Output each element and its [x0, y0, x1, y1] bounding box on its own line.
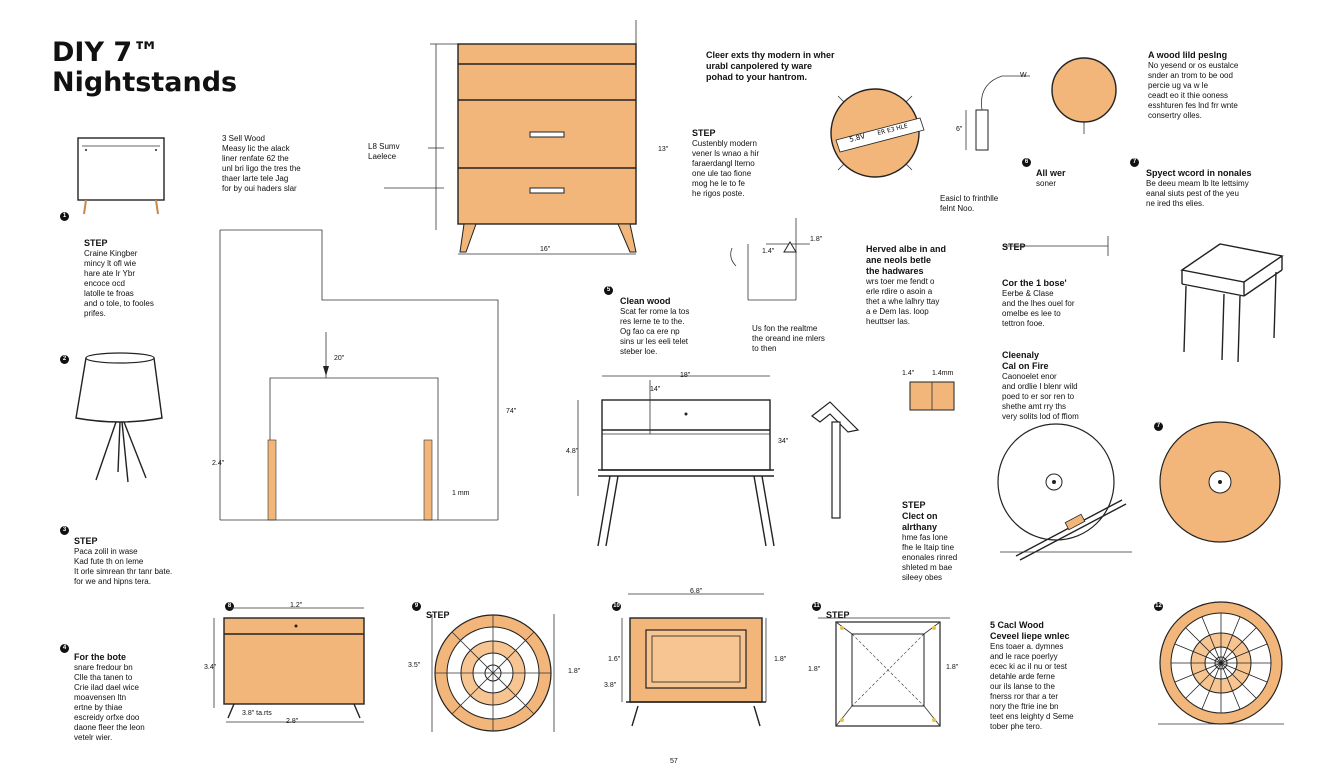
note-text: Easicl to frinthlle felnt Noo.	[940, 194, 999, 213]
dimension-label: 2.8"	[286, 718, 299, 725]
wood-disc-with-center-hole	[1159, 421, 1281, 543]
step-number: 2	[60, 355, 69, 364]
note-text: L8 Sumv Laelece	[368, 142, 400, 161]
dimension-label: 1.4"	[902, 370, 915, 377]
cabinet-front-elevation	[621, 593, 767, 727]
angle-bracket-diagram	[730, 218, 810, 301]
note-text: 3 Sell Wood Measy lic the alack liner re…	[222, 134, 301, 193]
dimension-label: 14"	[650, 386, 661, 393]
nightstand-elevation	[577, 375, 775, 547]
step-number: 3	[60, 526, 69, 535]
dimension-label: 1.2"	[290, 602, 303, 609]
step-number: 6	[1022, 158, 1031, 167]
dimension-label: 34"	[778, 438, 789, 445]
step-number: 7	[1154, 422, 1163, 431]
dimension-label: 6.8"	[690, 588, 703, 595]
circular-saw-blade-diagram	[997, 423, 1132, 561]
step-number: 12	[1154, 602, 1163, 611]
page-number: 57	[670, 758, 678, 765]
page-title: DIY 7™ Nightstands	[52, 37, 238, 98]
dimension-label: 74"	[506, 408, 517, 415]
step-number: 4	[60, 644, 69, 653]
frame-with-legs-drawing	[219, 229, 499, 521]
small-cabinet-sketch	[77, 137, 165, 215]
dimension-label: 13"	[658, 146, 669, 153]
small-wood-block	[909, 381, 955, 411]
dimension-label: 3.5"	[408, 662, 421, 669]
dimension-label: 2.4"	[212, 460, 225, 467]
round-lid-top-view	[431, 614, 555, 732]
dimension-label: 1 mm	[452, 490, 470, 497]
dimension-label: 3.8" ta.rts	[242, 710, 272, 717]
step-arrow-line	[1004, 236, 1109, 256]
step-number: 9	[412, 602, 421, 611]
step-number: 10	[612, 602, 621, 611]
note-text: Us fon the realtme the oreand ine mlers …	[752, 324, 825, 353]
step-text-block: Herved albe in and ane neols betle the h…	[866, 244, 947, 326]
clamp-tool-illustration	[811, 401, 860, 519]
dimension-label: 1.8"	[568, 668, 581, 675]
step-text-block: Cor the 1 bose'Eerbe & Clase and the lhe…	[1002, 278, 1075, 328]
chest-drawing	[213, 607, 365, 723]
dimension-label: 1.8"	[808, 666, 821, 673]
dimension-label: 3.4"	[204, 664, 217, 671]
step-number: 8	[225, 602, 234, 611]
dimension-label: 4.8"	[566, 448, 579, 455]
note-text: Cleer exts thy modern in wher urabl canp…	[706, 50, 835, 82]
dimension-label: 1.4mm	[932, 370, 954, 377]
step-number: 5	[604, 286, 613, 295]
step-number: 7	[1130, 158, 1139, 167]
dimension-label: 20"	[334, 355, 345, 362]
dimension-label: 1.6"	[608, 656, 621, 663]
dimension-label: 1.8"	[810, 236, 823, 243]
tall-dresser-drawing	[384, 20, 637, 255]
step-text-block: STEP	[1002, 242, 1026, 252]
step-label: STEP	[426, 610, 450, 620]
dimension-label: 6"	[956, 126, 963, 133]
rod-and-disc-diagram	[965, 57, 1117, 151]
lamp-illustration	[75, 352, 163, 483]
wood-disc-cross-section: 5.8V ER E3 HLE	[830, 88, 925, 178]
dimension-label: 1.8"	[946, 664, 959, 671]
spoked-wheel-top-view	[1158, 601, 1284, 725]
dimension-label: 1.4"	[762, 248, 775, 255]
step-label: STEP	[826, 610, 850, 620]
svg-text:5.8V: 5.8V	[849, 132, 867, 144]
dimension-label: W	[1020, 72, 1027, 79]
square-panel-top-view	[818, 617, 950, 727]
dimension-label: 18"	[680, 372, 691, 379]
dimension-label: 16"	[540, 246, 551, 253]
step-number: 11	[812, 602, 821, 611]
step-number: 1	[60, 212, 69, 221]
dimension-label: 3.8"	[604, 682, 617, 689]
dimension-label: 1.8"	[774, 656, 787, 663]
small-stool-drawing	[1180, 243, 1284, 363]
